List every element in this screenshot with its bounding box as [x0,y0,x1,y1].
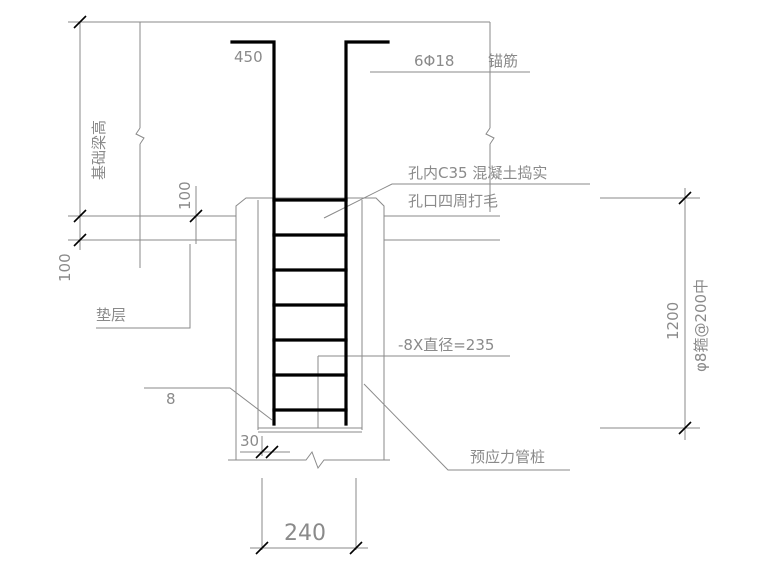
outline-lines [68,21,700,550]
dim-8-label: 8 [166,390,176,408]
cushion-label: 垫层 [96,306,126,324]
anchor-bar-left [230,40,276,426]
dim-100-upper-label: 100 [176,181,194,210]
beam-height-label: 基础梁高 [90,120,108,180]
pile-type-label: 预应力管桩 [470,448,545,466]
anchor-bar-right [344,40,390,426]
rebar-spec-label: 6Φ18 [414,52,454,70]
anchor-bar-label: 锚筋 [488,52,518,70]
dim-100-lower-label: 100 [56,253,74,282]
dim-450-label: 450 [234,48,263,66]
concrete-note-line-2: 孔口四周打毛 [408,192,498,210]
dim-1200-label: 1200 [664,302,682,340]
dim-30-label: 30 [240,432,259,450]
rebar-group [230,40,390,426]
plate-spec-label: -8X直径=235 [398,336,494,354]
concrete-note-line-1: 孔内C35 混凝土捣实 [408,164,547,182]
dimension-ticks [73,15,692,555]
stirrup-spec-label: φ8箍@200中 [692,279,710,372]
dim-240-label: 240 [284,521,326,546]
